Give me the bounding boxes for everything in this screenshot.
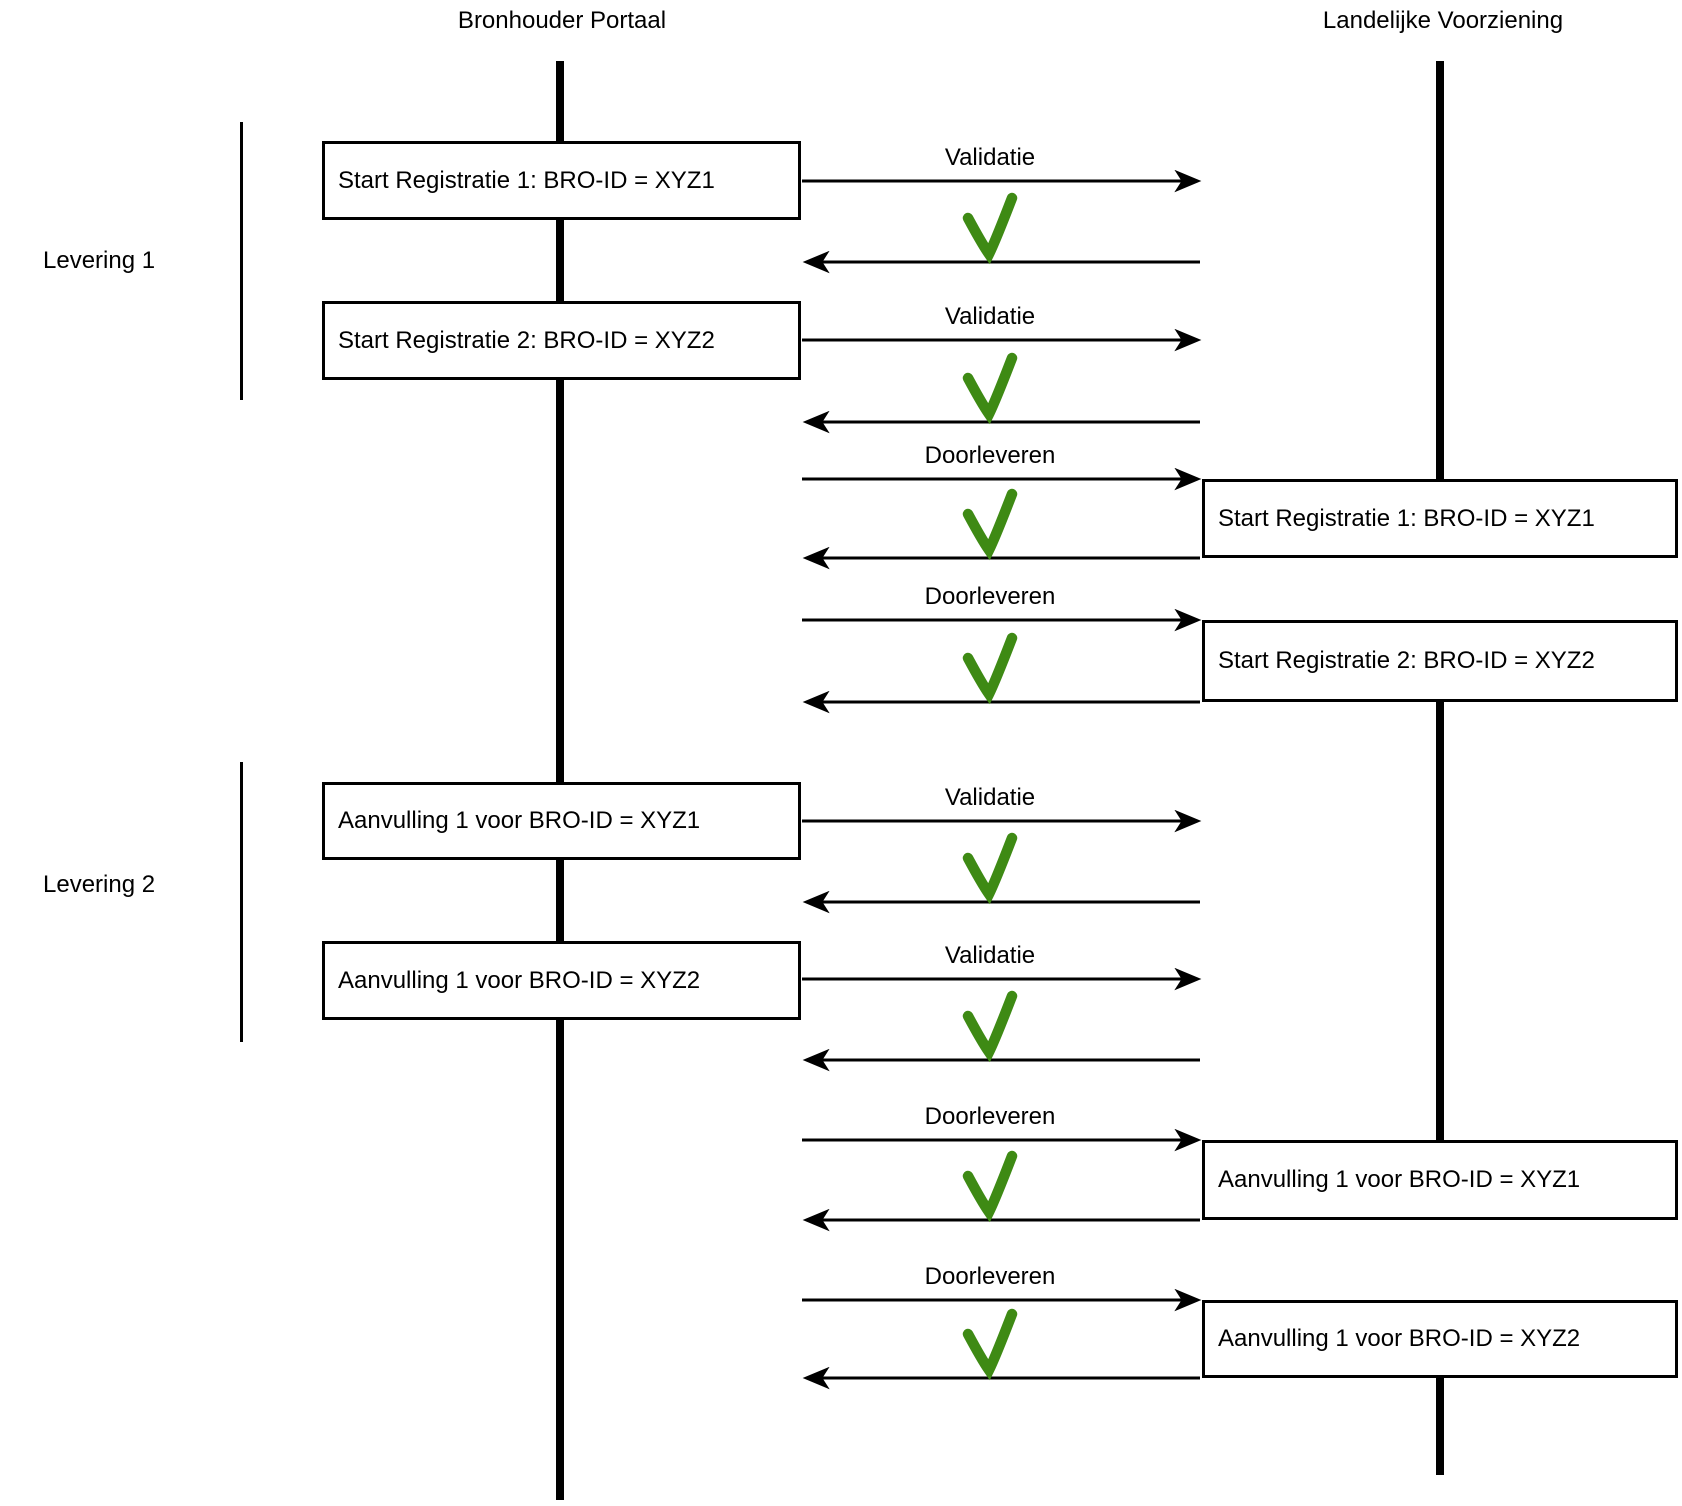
lifeline-landelijke-voorziening-segment-2 (1436, 702, 1444, 1140)
success-check-icon (962, 1150, 1018, 1223)
success-check-icon (962, 192, 1018, 265)
flow-label-validatie-1: Validatie (944, 144, 1036, 171)
message-box-start-registratie-2: Start Registratie 2: BRO-ID = XYZ2 (322, 301, 801, 380)
flow-label-validatie-4: Validatie (944, 942, 1036, 969)
message-box-start-registratie-1: Start Registratie 1: BRO-ID = XYZ1 (322, 141, 801, 220)
actor-header-landelijke-voorziening: Landelijke Voorziening (1322, 7, 1564, 34)
group-label-levering-1: Levering 1 (43, 247, 156, 274)
flow-label-doorleveren-2: Doorleveren (924, 583, 1056, 610)
lifeline-landelijke-voorziening-segment-3 (1436, 1378, 1444, 1475)
group-label-levering-2: Levering 2 (43, 871, 156, 898)
message-box-aanvulling-1-xyz1: Aanvulling 1 voor BRO-ID = XYZ1 (322, 782, 801, 860)
lifeline-bronhouder-portaal (556, 61, 564, 1500)
message-box-lv-aanvulling-1-xyz2: Aanvulling 1 voor BRO-ID = XYZ2 (1202, 1300, 1678, 1378)
flow-label-doorleveren-1: Doorleveren (924, 442, 1056, 469)
flow-label-doorleveren-3: Doorleveren (924, 1103, 1056, 1130)
actor-header-bronhouder-portaal: Bronhouder Portaal (457, 7, 667, 34)
message-box-lv-start-registratie-2: Start Registratie 2: BRO-ID = XYZ2 (1202, 620, 1678, 702)
flow-label-validatie-3: Validatie (944, 784, 1036, 811)
message-box-aanvulling-1-xyz2: Aanvulling 1 voor BRO-ID = XYZ2 (322, 941, 801, 1020)
message-box-lv-aanvulling-1-xyz1: Aanvulling 1 voor BRO-ID = XYZ1 (1202, 1140, 1678, 1220)
success-check-icon (962, 1308, 1018, 1381)
group-bracket-levering-1 (240, 122, 243, 400)
success-check-icon (962, 990, 1018, 1063)
lifeline-landelijke-voorziening-segment-1 (1436, 61, 1444, 479)
success-check-icon (962, 832, 1018, 905)
flow-label-validatie-2: Validatie (944, 303, 1036, 330)
message-box-lv-start-registratie-1: Start Registratie 1: BRO-ID = XYZ1 (1202, 479, 1678, 558)
success-check-icon (962, 352, 1018, 425)
success-check-icon (962, 488, 1018, 561)
success-check-icon (962, 632, 1018, 705)
flow-label-doorleveren-4: Doorleveren (924, 1263, 1056, 1290)
group-bracket-levering-2 (240, 762, 243, 1042)
